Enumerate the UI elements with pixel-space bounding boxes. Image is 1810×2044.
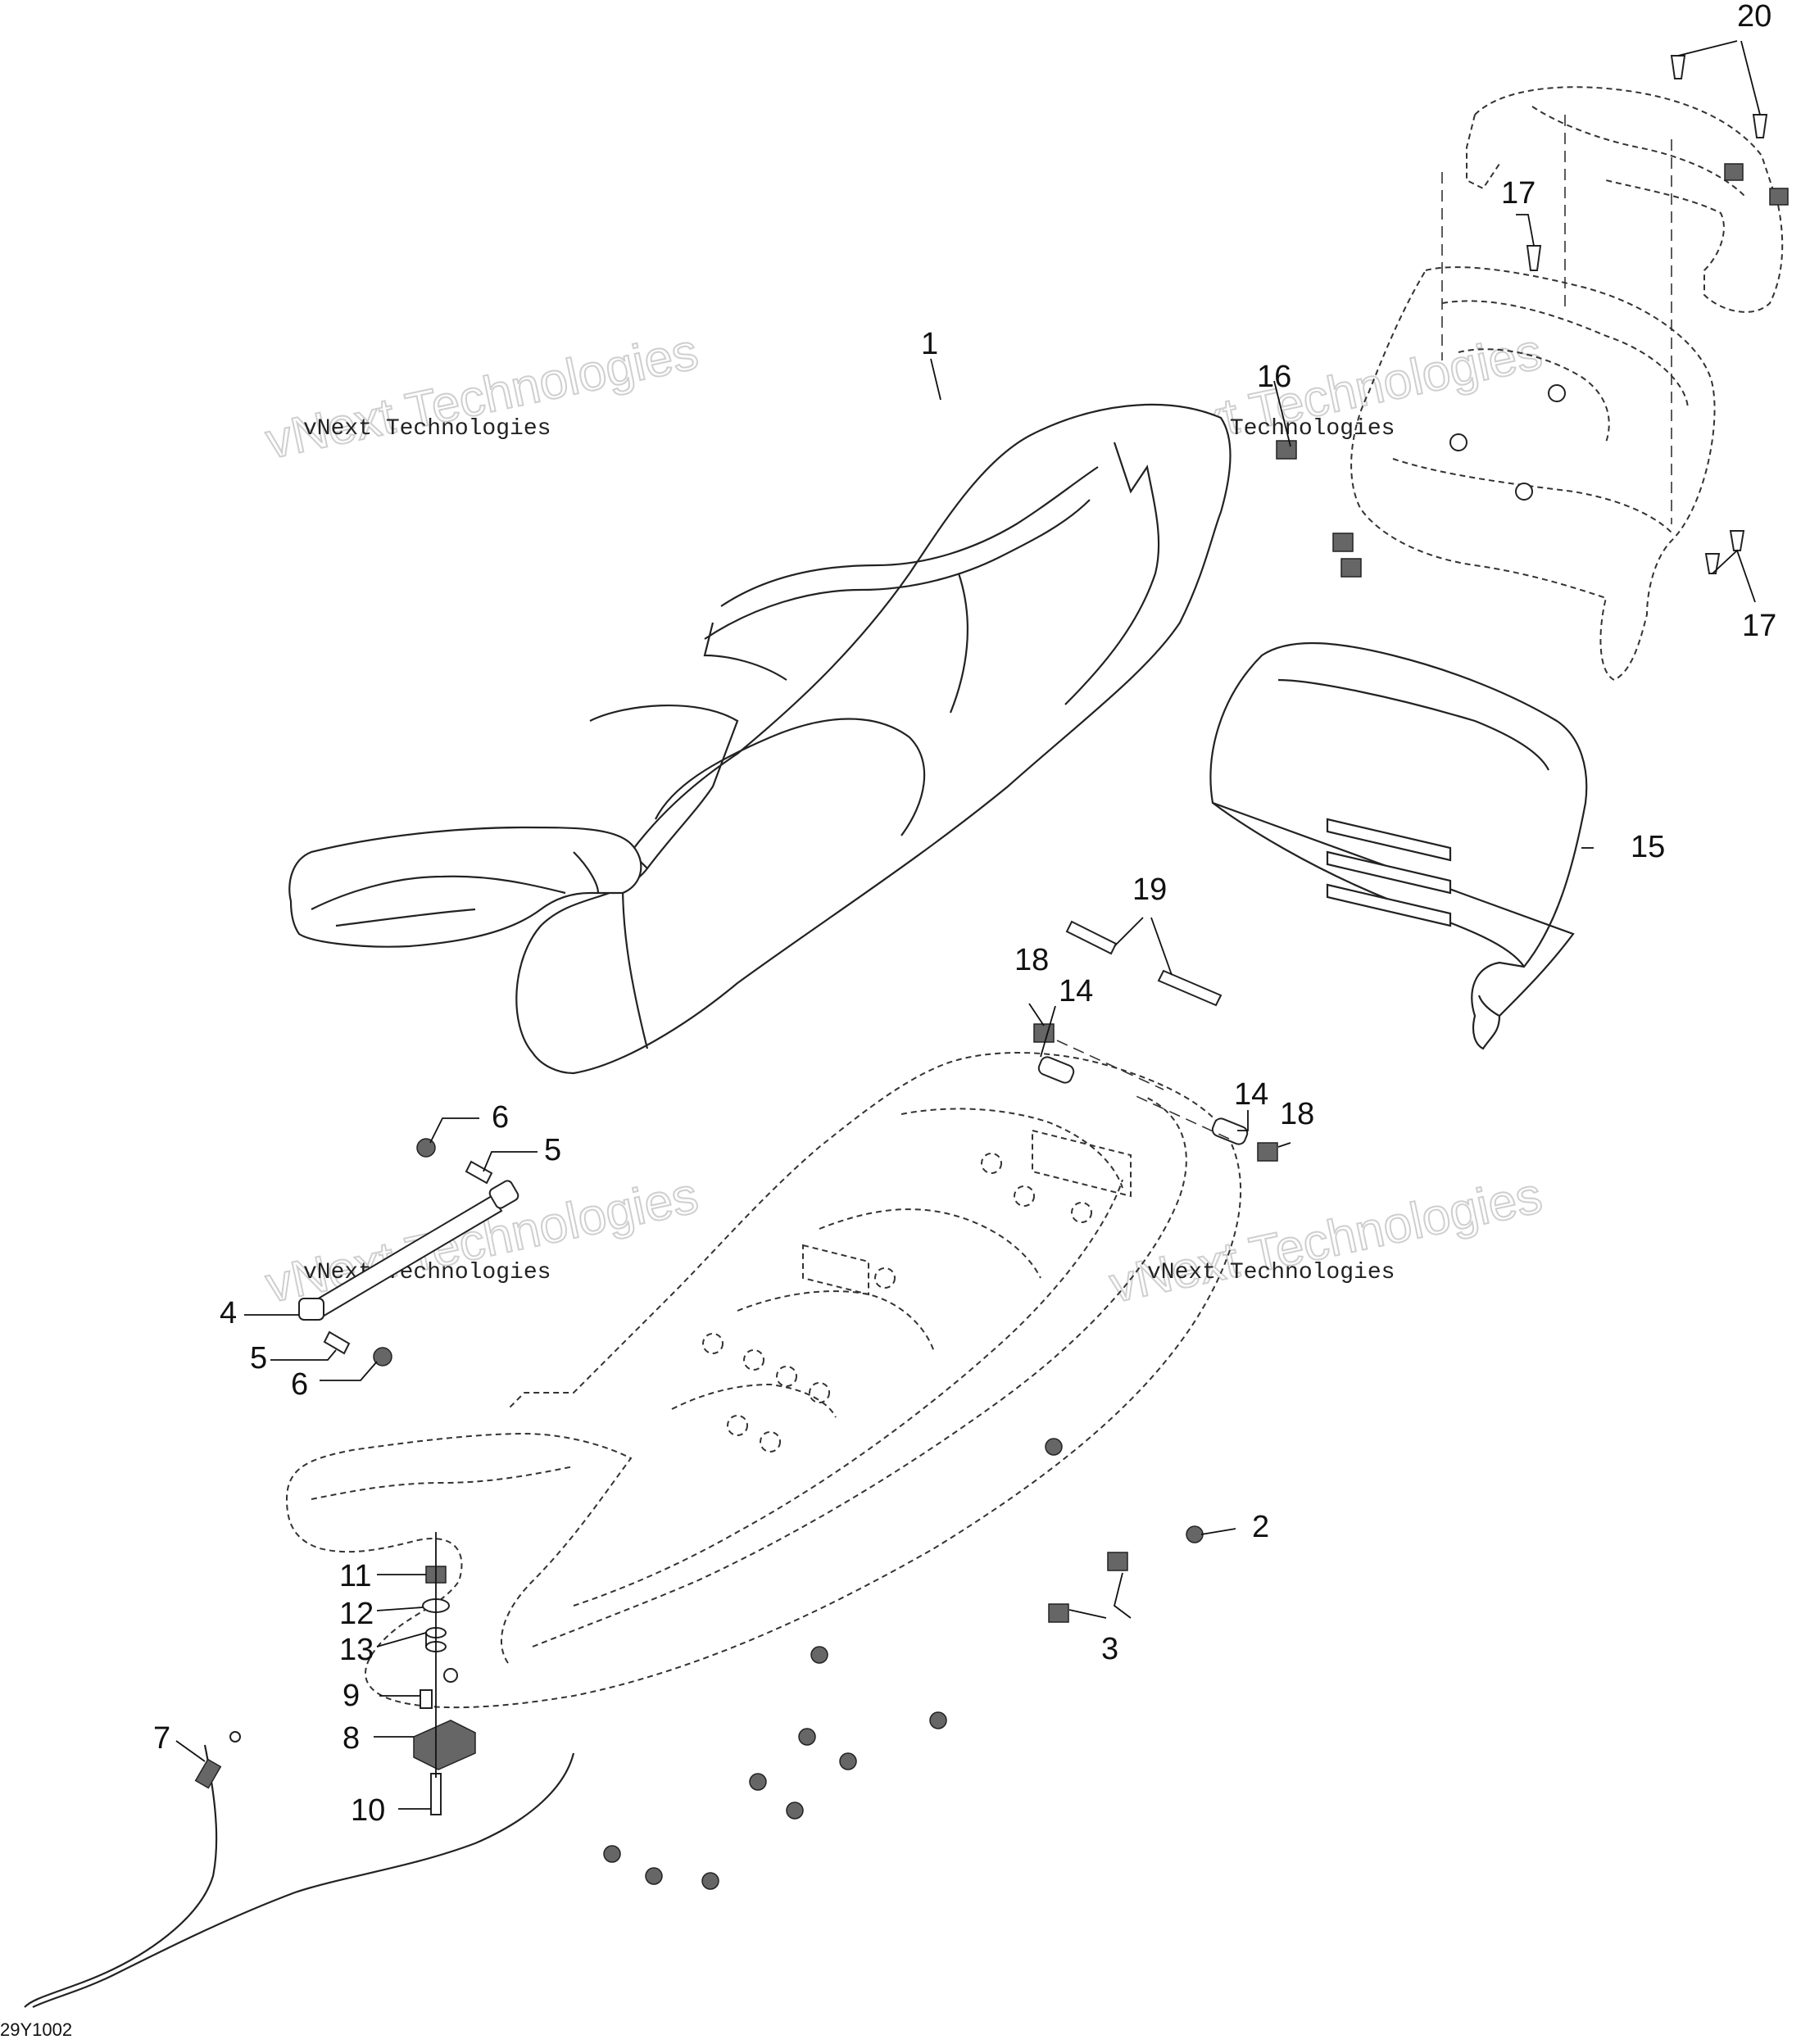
watermark-main-text: vNext Technologies bbox=[261, 324, 703, 470]
grommet-part-2 bbox=[929, 1711, 947, 1729]
callout-17-bottom: 17 bbox=[1742, 609, 1776, 643]
nut-part-16 bbox=[1276, 440, 1297, 460]
callout-19: 19 bbox=[1132, 872, 1167, 907]
callout-20: 20 bbox=[1737, 0, 1771, 34]
latch-part-8 bbox=[413, 1720, 476, 1770]
hardware-group bbox=[24, 55, 1789, 2008]
grommet-part-2 bbox=[701, 1872, 719, 1890]
grommet-part-2 bbox=[1186, 1525, 1204, 1543]
ball-stud-part-5 bbox=[323, 1330, 351, 1355]
callout-2: 2 bbox=[1252, 1510, 1269, 1544]
callout-5-lower: 5 bbox=[250, 1341, 267, 1376]
callout-4: 4 bbox=[220, 1296, 237, 1330]
backrest-part-15 bbox=[1209, 641, 1588, 1050]
callout-11: 11 bbox=[339, 1559, 371, 1593]
watermark-sub-text: vNext Technologies bbox=[303, 1260, 551, 1285]
nut-part-18 bbox=[1033, 1023, 1055, 1043]
bolt-head bbox=[443, 1668, 458, 1683]
watermark-mid-left: vNext Technologies vNext Technologies bbox=[261, 1167, 704, 1315]
grommet-part-2 bbox=[645, 1867, 663, 1885]
callout-18-right: 18 bbox=[1280, 1097, 1314, 1131]
callout-1: 1 bbox=[921, 327, 938, 361]
spacer-part-14 bbox=[1037, 1056, 1075, 1084]
screw-part-17 bbox=[1704, 553, 1721, 574]
nut-part-3 bbox=[1107, 1552, 1128, 1571]
cable-end bbox=[229, 1731, 241, 1743]
callout-17-top: 17 bbox=[1501, 176, 1536, 211]
ball-stud-part-5 bbox=[465, 1160, 493, 1185]
grommet-part-2 bbox=[798, 1728, 816, 1746]
nut-part-6 bbox=[416, 1138, 436, 1158]
callout-6-upper: 6 bbox=[492, 1100, 509, 1135]
callout-9: 9 bbox=[342, 1679, 360, 1713]
callout-6-lower: 6 bbox=[291, 1367, 308, 1402]
watermark-sub-text: vNext Technologies bbox=[1147, 1260, 1395, 1285]
release-cable-part-7 bbox=[24, 1744, 218, 2008]
release-cable-part-7 bbox=[32, 1752, 575, 2008]
callout-16: 16 bbox=[1257, 360, 1291, 394]
grommet-part-2 bbox=[810, 1646, 828, 1664]
grommet-part-2 bbox=[749, 1773, 767, 1791]
grommet-part-2 bbox=[1045, 1438, 1063, 1456]
gas-strut-part-4 bbox=[298, 1180, 519, 1321]
nut-part-16 bbox=[1340, 558, 1362, 578]
callout-18-left: 18 bbox=[1014, 943, 1049, 977]
pin-part-19 bbox=[1065, 920, 1118, 955]
watermark-sub-text: vNext Technologies bbox=[303, 416, 551, 442]
callout-10: 10 bbox=[351, 1793, 385, 1828]
callout-13: 13 bbox=[339, 1633, 374, 1667]
callout-7: 7 bbox=[153, 1721, 170, 1756]
callout-labels: 1 2 3 4 5 5 6 6 7 8 9 10 11 12 13 14 14 … bbox=[153, 0, 1776, 1828]
callout-14-right: 14 bbox=[1234, 1077, 1268, 1112]
cable-fitting bbox=[194, 1758, 222, 1789]
diagram-code: 29Y1002 bbox=[0, 2019, 72, 2040]
callout-12: 12 bbox=[339, 1597, 374, 1631]
grommet-part-2 bbox=[603, 1845, 621, 1863]
pin-part-19 bbox=[1157, 969, 1223, 1007]
callout-8: 8 bbox=[342, 1721, 360, 1756]
nut-part-16 bbox=[1769, 188, 1789, 206]
screw-part-9 bbox=[420, 1689, 433, 1709]
grommet-part-2 bbox=[839, 1752, 857, 1770]
nut-part-16 bbox=[1724, 163, 1744, 181]
watermark-top-left: vNext Technologies vNext Technologies bbox=[261, 323, 704, 471]
nut-part-18 bbox=[1257, 1142, 1278, 1162]
watermark-main-text: vNext Technologies bbox=[1105, 1167, 1547, 1314]
screw-part-20 bbox=[1670, 55, 1686, 79]
nut-part-3 bbox=[1048, 1603, 1069, 1623]
seat-base-frame bbox=[285, 1052, 1242, 1709]
callout-3: 3 bbox=[1101, 1632, 1118, 1666]
callout-14-left: 14 bbox=[1059, 974, 1093, 1008]
seat-part-1 bbox=[288, 403, 1232, 1075]
watermark-mid-right: vNext Technologies vNext Technologies bbox=[1105, 1167, 1548, 1315]
nut-part-16 bbox=[1332, 533, 1354, 552]
grommet-part-2 bbox=[786, 1802, 804, 1820]
screw-part-17 bbox=[1526, 245, 1542, 271]
pin-part-10 bbox=[430, 1773, 442, 1815]
screw-part-20 bbox=[1752, 114, 1768, 138]
nut-part-6 bbox=[373, 1347, 392, 1366]
screw-part-17 bbox=[1729, 530, 1745, 551]
watermark-main-text: vNext Technologies bbox=[261, 1167, 703, 1314]
leader-lines bbox=[175, 40, 1761, 1810]
callout-15: 15 bbox=[1631, 830, 1665, 864]
spacer-part-14 bbox=[1211, 1117, 1249, 1145]
rear-console-group bbox=[1350, 86, 1784, 682]
callout-5-upper: 5 bbox=[544, 1133, 561, 1167]
